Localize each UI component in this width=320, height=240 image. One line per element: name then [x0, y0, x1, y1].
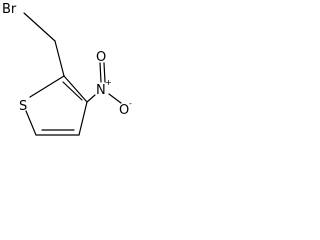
bromine-label: Br [2, 2, 17, 17]
nitrogen-label: N [96, 83, 106, 98]
bond-n-o-double [99, 62, 102, 83]
bond-c3-n [86, 94, 96, 103]
nitrogen-charge-label: + [105, 78, 112, 87]
bond-c4-c3 [78, 101, 88, 136]
structure-diagram: Br S N + O O - [2, 2, 132, 136]
bond-ch2-c2 [54, 40, 65, 77]
bond-s-c5 [25, 110, 37, 136]
bond-br-ch2 [23, 12, 56, 42]
oxygen-single-label: O [119, 103, 129, 118]
oxygen-single-charge-label: - [129, 99, 132, 108]
bond-n-o-double-2 [103, 62, 106, 83]
bond-c3-c2-inner [62, 81, 83, 101]
bond-c2-s [29, 75, 65, 98]
bond-c3-c2 [63, 75, 88, 103]
oxygen-double-label: O [96, 50, 106, 65]
sulfur-label: S [19, 99, 27, 114]
bond-n-o-single [108, 93, 122, 104]
